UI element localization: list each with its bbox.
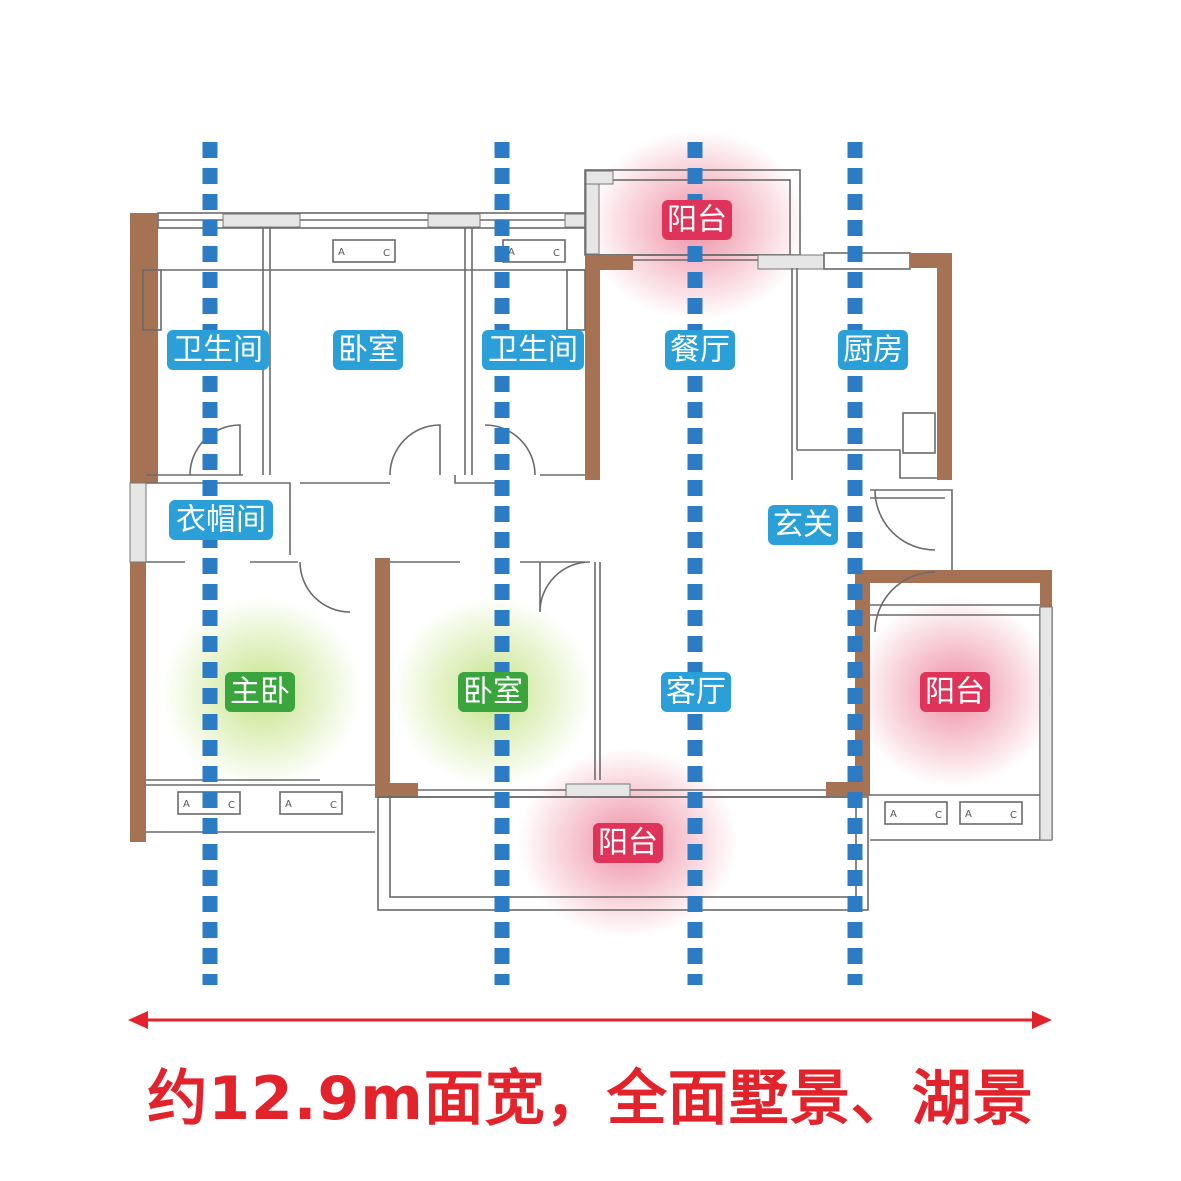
label-bathroom-2: 卫生间 — [482, 330, 584, 370]
walls — [129, 169, 1053, 911]
svg-text:卫生间: 卫生间 — [488, 333, 578, 368]
svg-text:A: A — [338, 247, 345, 258]
svg-text:客厅: 客厅 — [666, 675, 726, 710]
svg-text:卧室: 卧室 — [463, 675, 523, 710]
svg-text:A: A — [965, 809, 972, 820]
label-closet: 衣帽间 — [169, 500, 273, 540]
svg-text:厨房: 厨房 — [843, 333, 903, 368]
svg-text:玄关: 玄关 — [773, 508, 833, 543]
label-dining: 餐厅 — [665, 330, 735, 370]
svg-text:C: C — [1010, 810, 1017, 821]
label-balcony-bottom: 阳台 — [593, 823, 663, 863]
frontage-caption: 约12.9m面宽，全面墅景、湖景 — [147, 1064, 1034, 1134]
label-master-bedroom: 主卧 — [225, 672, 295, 712]
label-bedroom-bottom: 卧室 — [458, 672, 528, 712]
svg-text:阳台: 阳台 — [598, 826, 658, 861]
svg-text:阳台: 阳台 — [667, 203, 727, 238]
label-living: 客厅 — [661, 672, 731, 712]
width-arrow — [128, 1011, 1052, 1029]
label-bathroom-1: 卫生间 — [167, 330, 269, 370]
svg-text:餐厅: 餐厅 — [670, 333, 730, 368]
room-labels: 卫生间 卧室 卫生间 餐厅 厨房 衣帽间 玄关 主卧 卧室 客厅 阳台 阳台 阳… — [167, 200, 990, 863]
svg-text:C: C — [935, 810, 942, 821]
label-balcony-right: 阳台 — [920, 672, 990, 712]
svg-text:C: C — [383, 248, 390, 259]
view-glows — [162, 130, 1055, 938]
label-bedroom-top: 卧室 — [333, 330, 403, 370]
svg-text:A: A — [183, 799, 190, 810]
label-kitchen: 厨房 — [838, 330, 908, 370]
svg-text:阳台: 阳台 — [925, 675, 985, 710]
svg-text:卫生间: 卫生间 — [173, 333, 263, 368]
svg-text:C: C — [228, 800, 235, 811]
svg-text:A: A — [890, 809, 897, 820]
label-balcony-top: 阳台 — [662, 200, 732, 240]
svg-text:A: A — [508, 247, 515, 258]
svg-text:衣帽间: 衣帽间 — [176, 503, 266, 538]
svg-text:C: C — [553, 248, 560, 259]
svg-text:A: A — [285, 799, 292, 810]
svg-text:卧室: 卧室 — [338, 333, 398, 368]
svg-text:主卧: 主卧 — [230, 675, 290, 710]
facade-axis-lines — [202, 142, 863, 985]
svg-text:C: C — [330, 800, 337, 811]
label-entrance: 玄关 — [768, 505, 838, 545]
